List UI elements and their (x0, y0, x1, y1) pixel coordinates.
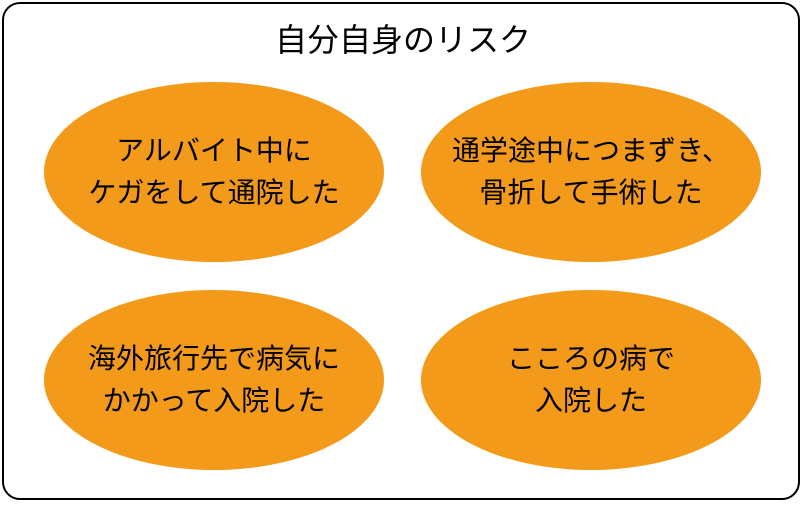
diagram-title: 自分自身のリスク (274, 21, 531, 59)
risk-text-line: 骨折して手術した (479, 176, 703, 209)
risk-text-line: こころの病で (506, 342, 675, 375)
risk-text-line: 通学途中につまずき、 (451, 134, 731, 167)
risk-ellipse-overseas-illness: 海外旅行先で病気に かかって入院した (44, 290, 384, 470)
risk-text-line: 入院した (534, 384, 647, 417)
risk-text-line: アルバイト中に (116, 134, 312, 167)
risk-text-line: かかって入院した (102, 384, 326, 417)
risk-ellipse-part-time-injury: アルバイト中に ケガをして通院した (44, 82, 384, 262)
risk-text-line: ケガをして通院した (88, 176, 340, 209)
risk-ellipse-commute-fracture: 通学途中につまずき、 骨折して手術した (421, 82, 761, 262)
risk-text-line: 海外旅行先で病気に (87, 342, 340, 375)
risk-ellipse-mental-illness: こころの病で 入院した (421, 290, 761, 470)
